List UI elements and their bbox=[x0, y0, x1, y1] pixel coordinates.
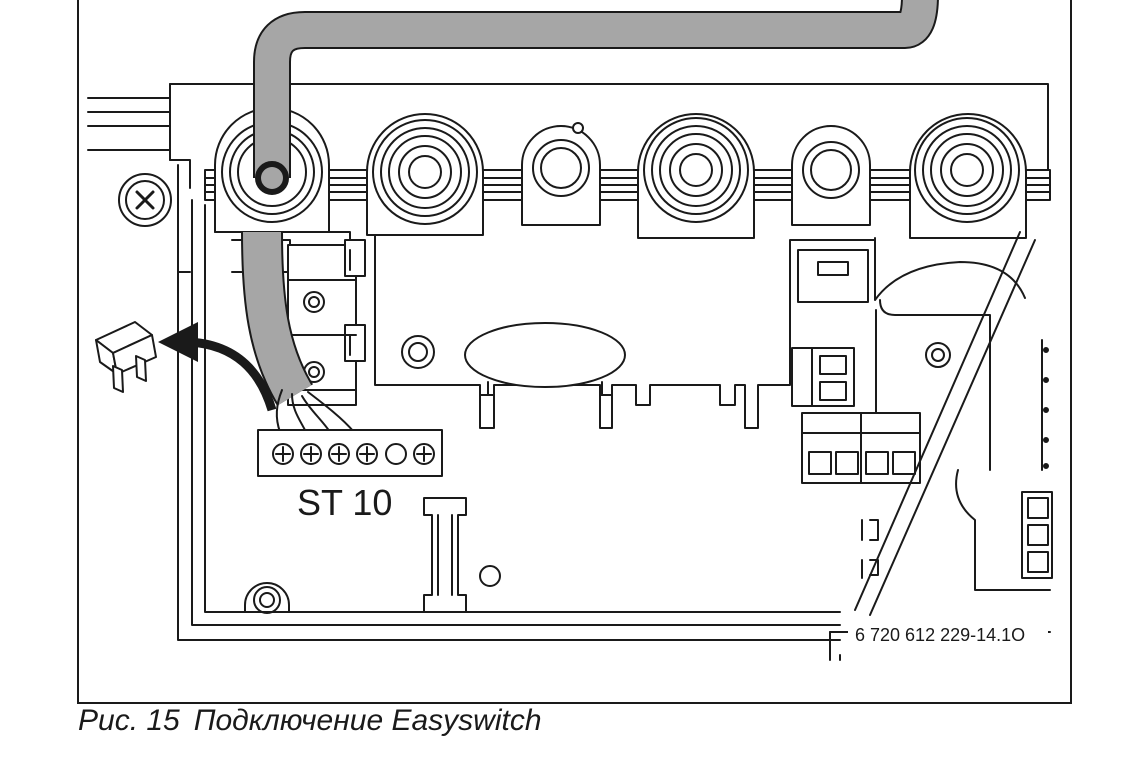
caption-text: Подключение Easyswitch bbox=[193, 704, 542, 737]
terminal-label: ST 10 bbox=[297, 482, 392, 523]
caption-prefix: Рис. 15 bbox=[78, 704, 180, 737]
bottom-bracket bbox=[244, 497, 501, 614]
power-cable bbox=[241, 0, 939, 433]
screw-icon bbox=[118, 173, 172, 227]
control-module bbox=[854, 231, 1053, 616]
arrow-icon bbox=[158, 322, 277, 412]
part-number: 6 720 612 229-14.1O bbox=[855, 625, 1025, 645]
terminal-screws bbox=[272, 443, 435, 465]
circuit-board bbox=[374, 234, 876, 429]
terminal-strip-st10 bbox=[257, 429, 443, 477]
connector-plug-icon bbox=[95, 321, 157, 393]
cable-glands bbox=[214, 107, 1027, 239]
figure-caption: Рис. 15 Подключение Easyswitch bbox=[78, 704, 542, 738]
connector-blocks bbox=[791, 249, 921, 484]
figure-frame bbox=[77, 0, 1072, 704]
